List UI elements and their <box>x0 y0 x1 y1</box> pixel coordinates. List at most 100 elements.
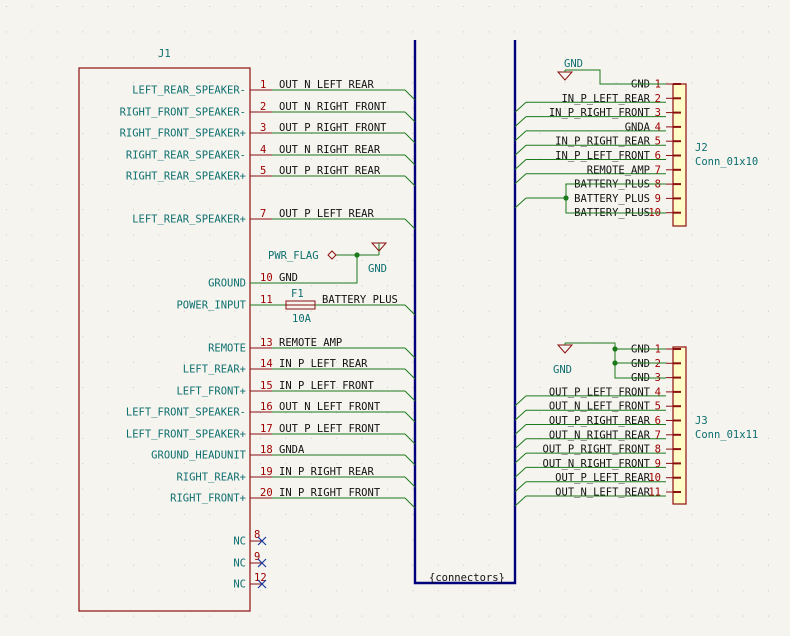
j1-pin-number: 14 <box>260 358 273 370</box>
j3-pin-contact <box>673 462 681 465</box>
j2-pin-contact <box>673 125 681 128</box>
j1-pin-number: 11 <box>260 294 273 306</box>
connector-j3[interactable]: J3 Conn_01x11 1GND2GND3GND4OUT_P_LEFT_FR… <box>543 342 759 505</box>
j3-pin-number: 4 <box>655 386 661 398</box>
connector-j1[interactable]: J1 LEFT_REAR_SPEAKER- 1 OUT_N_LEFT_REAR RIG… <box>78 48 398 612</box>
j3-pin-number: 8 <box>655 444 661 456</box>
j3-pin-number: 9 <box>655 458 661 470</box>
j1-pin-number: 18 <box>260 444 273 456</box>
no-connect-icon <box>257 579 267 589</box>
fuse-value: 10A <box>292 313 312 325</box>
bus-entry <box>404 411 416 423</box>
j1-body <box>78 67 251 612</box>
j2-net-label: IN_P_LEFT_REAR <box>561 93 650 105</box>
j1-net-label: OUT_P_LEFT_FRONT <box>279 423 381 435</box>
j2-pin-contact <box>673 97 681 100</box>
j2-net-label: BATTERY_PLUS <box>574 179 650 191</box>
gnd-symbol-label: GND <box>368 263 387 275</box>
j1-pin-number: 15 <box>260 380 273 392</box>
j3-net-label: GND <box>631 358 650 370</box>
nc-pin-number: 9 <box>254 551 260 563</box>
grid-dots <box>6 6 769 617</box>
j1-pin-number: 7 <box>260 208 266 220</box>
bus-entry <box>404 497 416 509</box>
bus-entry <box>514 409 527 421</box>
j3-net-label: OUT_P_LEFT_REAR <box>555 472 651 484</box>
nc-pin-number: 12 <box>254 572 267 584</box>
bus-entry <box>514 101 527 113</box>
bus-entry <box>404 390 416 402</box>
bus-entry <box>514 495 527 507</box>
j1-pin-name: LEFT_REAR_SPEAKER- <box>132 85 246 97</box>
j1-pin-number: 17 <box>260 423 273 435</box>
j3-pin-contact <box>673 433 681 436</box>
j1-reference: J1 <box>158 48 171 60</box>
bus-entry <box>404 89 416 101</box>
bus-entry <box>514 144 527 156</box>
bus-entry <box>514 159 527 170</box>
j3-net-label: OUT_N_LEFT_FRONT <box>549 401 651 413</box>
j1-net-label: OUT_N_LEFT_REAR <box>279 79 375 91</box>
j1-pin-number: 1 <box>260 79 266 91</box>
j1-pin-number: 2 <box>260 101 266 113</box>
j1-pin-name: LEFT_FRONT_SPEAKER- <box>126 407 246 419</box>
nc-pin-name: NC <box>233 579 246 591</box>
j2-pin-number: 4 <box>655 121 661 133</box>
j1-pin-name: LEFT_REAR+ <box>183 364 246 376</box>
j2-gnd-icon <box>556 71 574 81</box>
connector-j2[interactable]: J2 Conn_01x10 1GND2IN_P_LEFT_REAR3IN_P_R… <box>526 58 758 227</box>
bus-connectors[interactable]: {connectors} <box>413 40 517 585</box>
j3-junction-2 <box>612 360 618 366</box>
j2-gnd-wire <box>565 69 666 85</box>
j3-pin-contact <box>673 390 681 393</box>
j1-pin-number: 16 <box>260 401 273 413</box>
j3-pin-number: 10 <box>648 472 661 484</box>
j1-pin-name: LEFT_FRONT+ <box>176 386 246 398</box>
j1-net-label: GNDA <box>279 444 305 456</box>
j2-pin-number: 6 <box>655 150 661 162</box>
j1-net-label: IN_P_RIGHT_FRONT <box>279 487 381 499</box>
j3-pin-number: 7 <box>655 429 661 441</box>
j3-net-label: OUT_P_RIGHT_FRONT <box>543 444 651 456</box>
j1-net-label: OUT_P_RIGHT_REAR <box>279 165 381 177</box>
j2-net-label: IN_P_RIGHT_FRONT <box>549 107 651 119</box>
j2-pin-contact <box>673 83 681 85</box>
j2-net-label: BATTERY_PLUS <box>574 193 650 205</box>
j1-net-label: OUT_N_RIGHT_FRONT <box>279 101 387 113</box>
j2-gnd-label: GND <box>564 58 583 70</box>
junction-dot <box>354 252 360 258</box>
j3-gnd-icon <box>556 344 574 354</box>
bus-entry <box>404 368 416 380</box>
j1-pin-name: GROUND_HEADUNIT <box>151 450 247 462</box>
bus-entry <box>404 347 416 359</box>
j2-pin-contact <box>673 168 681 171</box>
gnd-symbol-icon <box>370 242 388 252</box>
pwr-flag-label: PWR_FLAG <box>268 250 319 262</box>
bus-entry <box>404 218 416 230</box>
j3-net-label: OUT_P_RIGHT_REAR <box>549 415 651 427</box>
j3-pin-contact <box>673 491 681 493</box>
j1-pin-name: RIGHT_FRONT_SPEAKER+ <box>120 128 246 140</box>
bus-entry <box>404 476 416 488</box>
j1-pin-name: RIGHT_FRONT_SPEAKER- <box>120 107 246 119</box>
j3-net-label: OUT_N_RIGHT_FRONT <box>543 458 651 470</box>
j1-pin-name: RIGHT_REAR+ <box>176 472 246 484</box>
power-flag-cluster[interactable]: PWR_FLAG GND <box>250 242 388 284</box>
j1-pin-name: LEFT_FRONT_SPEAKER+ <box>126 429 246 441</box>
bus-entry <box>404 111 416 123</box>
bus-entry <box>514 197 527 209</box>
j1-pin-number: 19 <box>260 466 273 478</box>
bus-entry <box>514 481 527 493</box>
j3-pin-number: 11 <box>648 487 661 499</box>
j2-net-label: REMOTE_AMP <box>587 164 650 176</box>
j2-pin-contact <box>673 111 681 114</box>
j2-pin-number: 2 <box>655 93 661 105</box>
j2-pin-contact <box>673 183 681 186</box>
j2-pin-number: 3 <box>655 107 661 119</box>
bus-entry <box>514 438 527 450</box>
j1-pin-number: 5 <box>260 165 266 177</box>
j3-pin-number: 5 <box>655 401 661 413</box>
j3-pin-contact <box>673 448 681 451</box>
j1-net-label: IN_P_RIGHT_REAR <box>279 466 375 478</box>
